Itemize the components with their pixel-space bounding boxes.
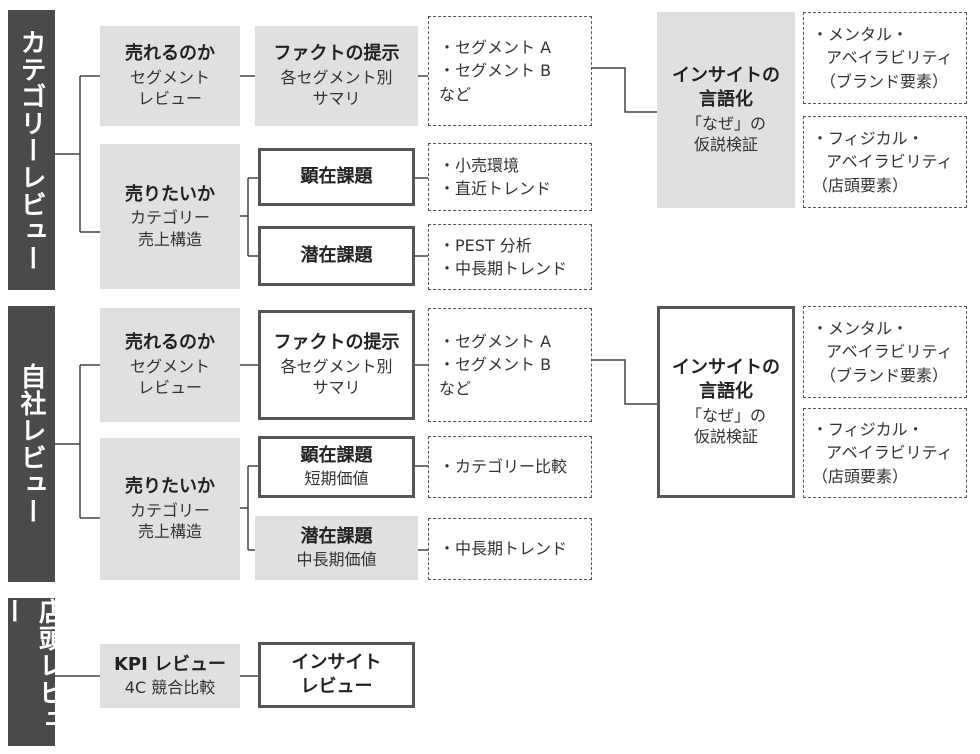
- physical-availability-line: ・フィジカル・: [812, 129, 924, 149]
- mental-availability-box: ・メンタル・ アベイラビリティ （ブランド要素）: [803, 306, 967, 398]
- insight-title: 言語化: [699, 89, 753, 111]
- fact-sub1: 各セグメント別: [280, 67, 393, 87]
- connector-s1-left: [55, 75, 100, 233]
- fact-note: ・セグメント B: [439, 61, 552, 81]
- fact-sub2: サマリ: [312, 89, 361, 109]
- section-label-store-review: 店頭レビュー: [0, 598, 65, 746]
- overt-issue-box: 顕在課題: [258, 148, 415, 206]
- connector-s1-issue-notes: [415, 177, 428, 257]
- fact-note: ・セグメント B: [439, 355, 552, 375]
- sell-view-sub1: セグメント: [129, 356, 210, 376]
- overt-notes-box: ・小売環境 ・直近トレンド: [428, 143, 592, 211]
- mental-availability-line: （ブランド要素）: [820, 365, 949, 385]
- insight-box: インサイトの 言語化 「なぜ」の 仮説検証: [657, 306, 795, 498]
- overt-note: ・カテゴリー比較: [439, 457, 568, 477]
- insight-title: インサイトの: [672, 357, 780, 379]
- section-label-category-review: カテゴリーレビュー: [8, 10, 55, 290]
- latent-issue-sub: 中長期価値: [296, 550, 377, 570]
- sell-view-title: 売れるのか: [125, 332, 215, 354]
- fact-title: ファクトの提示: [273, 332, 400, 354]
- insight-sub: 「なぜ」の: [685, 405, 766, 425]
- latent-issue-title: 潜在課題: [300, 244, 373, 266]
- latent-issue-box: 潜在課題: [258, 226, 415, 286]
- connector-s1-insight: [592, 67, 657, 113]
- latent-notes-box: ・PEST 分析 ・中長期トレンド: [428, 224, 592, 290]
- physical-availability-line: ・フィジカル・: [812, 420, 924, 440]
- latent-note: ・中長期トレンド: [439, 539, 568, 559]
- mental-availability-line: （ブランド要素）: [820, 71, 949, 91]
- fact-note: など: [439, 84, 472, 104]
- insight-sub: 仮説検証: [693, 135, 758, 155]
- sell-view-sub2: レビュー: [137, 378, 202, 398]
- sell-view-sub1: セグメント: [129, 67, 210, 87]
- mental-availability-line: ・メンタル・: [812, 25, 909, 45]
- latent-issue-title: 潜在課題: [300, 526, 373, 548]
- mental-availability-line: アベイラビリティ: [826, 342, 953, 362]
- insight-title: インサイトの: [672, 65, 780, 87]
- physical-availability-line: （店頭要素）: [812, 175, 909, 195]
- want-view-title: 売りたいか: [125, 476, 215, 498]
- overt-note: ・直近トレンド: [439, 179, 552, 198]
- sell-view-sub2: レビュー: [137, 89, 202, 109]
- connector-s2-issues: [240, 465, 258, 551]
- overt-issue-sub: 短期価値: [304, 469, 369, 489]
- insight-sub: 「なぜ」の: [685, 113, 766, 133]
- connector-s2-insight: [592, 359, 657, 405]
- section-label-own-review: 自社レビュー: [8, 306, 55, 582]
- physical-availability-line: アベイラビリティ: [826, 443, 953, 463]
- overt-issue-box: 顕在課題 短期価値: [258, 436, 415, 498]
- physical-availability-line: アベイラビリティ: [826, 152, 953, 172]
- physical-availability-box: ・フィジカル・ アベイラビリティ （店頭要素）: [803, 116, 967, 208]
- overt-issue-title: 顕在課題: [300, 445, 373, 467]
- fact-notes-box: ・セグメント A ・セグメント B など: [428, 16, 592, 126]
- insight-review-line: インサイト: [291, 651, 382, 673]
- sell-view-box: 売れるのか セグメント レビュー: [100, 308, 240, 422]
- kpi-review-title: KPI レビュー: [113, 654, 227, 676]
- want-view-sub1: カテゴリー: [129, 500, 210, 520]
- fact-sub1: 各セグメント別: [280, 356, 393, 376]
- connector-s1-issues: [240, 177, 258, 257]
- fact-notes-box: ・セグメント A ・セグメント B など: [428, 308, 592, 422]
- want-view-sub2: 売上構造: [137, 522, 202, 542]
- kpi-review-box: KPI レビュー 4C 競合比較: [100, 644, 240, 708]
- want-view-box: 売りたいか カテゴリー 売上構造: [100, 438, 240, 580]
- fact-note: など: [439, 378, 472, 398]
- fact-sub2: サマリ: [312, 378, 361, 398]
- want-view-sub1: カテゴリー: [129, 208, 210, 228]
- mental-availability-line: ・メンタル・: [812, 319, 909, 339]
- overt-issue-title: 顕在課題: [300, 165, 373, 187]
- want-view-title: 売りたいか: [125, 183, 215, 205]
- sell-view-title: 売れるのか: [125, 43, 215, 65]
- fact-box: ファクトの提示 各セグメント別 サマリ: [258, 310, 415, 420]
- insight-review-box: インサイト レビュー: [258, 642, 415, 708]
- want-view-box: 売りたいか カテゴリー 売上構造: [100, 144, 240, 289]
- fact-note: ・セグメント A: [439, 332, 552, 352]
- insight-review-line: レビュー: [300, 676, 373, 697]
- latent-issue-box: 潜在課題 中長期価値: [255, 516, 418, 580]
- sell-view-box: 売れるのか セグメント レビュー: [100, 26, 240, 126]
- latent-note: ・中長期トレンド: [439, 259, 568, 278]
- mental-availability-line: アベイラビリティ: [826, 48, 953, 68]
- latent-note: ・PEST 分析: [439, 235, 532, 255]
- connector-s2-left: [55, 364, 100, 519]
- latent-notes-box: ・中長期トレンド: [428, 518, 592, 580]
- kpi-review-sub: 4C 競合比較: [124, 678, 216, 698]
- insight-title: 言語化: [699, 381, 753, 403]
- want-view-sub2: 売上構造: [137, 229, 202, 249]
- overt-note: ・小売環境: [439, 155, 520, 175]
- overt-notes-box: ・カテゴリー比較: [428, 436, 592, 498]
- mental-availability-box: ・メンタル・ アベイラビリティ （ブランド要素）: [803, 12, 967, 104]
- fact-title: ファクトの提示: [273, 43, 400, 65]
- physical-availability-line: （店頭要素）: [812, 466, 909, 486]
- insight-sub: 仮説検証: [693, 427, 758, 447]
- insight-box: インサイトの 言語化 「なぜ」の 仮説検証: [657, 12, 795, 208]
- physical-availability-box: ・フィジカル・ アベイラビリティ （店頭要素）: [803, 408, 967, 498]
- fact-box: ファクトの提示 各セグメント別 サマリ: [255, 26, 418, 126]
- fact-note: ・セグメント A: [439, 38, 552, 58]
